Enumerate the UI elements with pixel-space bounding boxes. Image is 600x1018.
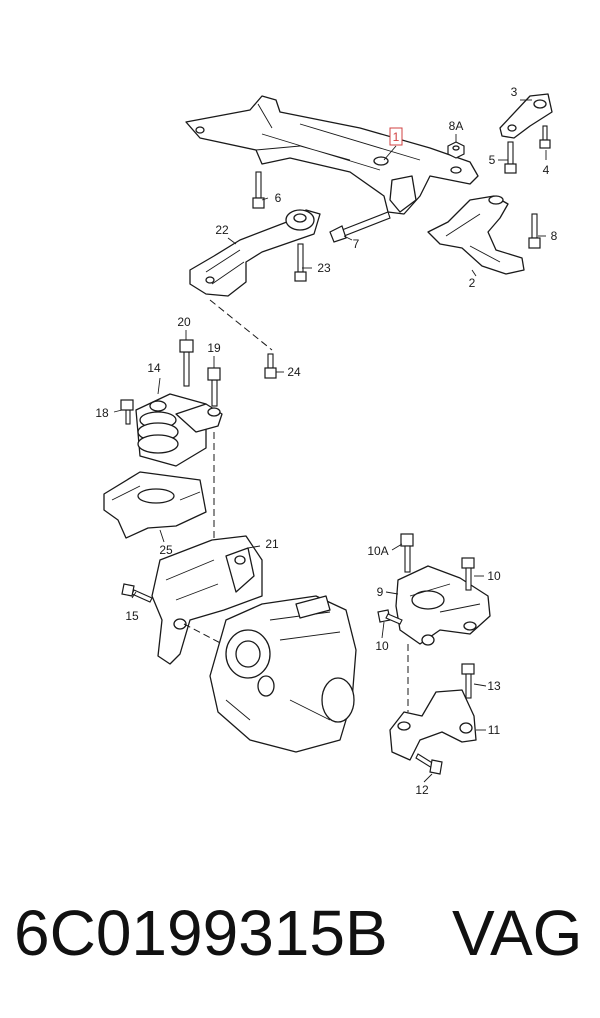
bolt-10-top [461, 557, 475, 591]
bolt-19 [207, 367, 221, 407]
callout-25: 25 [159, 543, 173, 557]
bolt-6 [252, 171, 265, 209]
callout-19: 19 [207, 341, 221, 355]
callout-24: 24 [287, 365, 301, 379]
bolt-20 [179, 339, 194, 387]
bolt-18 [120, 399, 134, 425]
transmission-mount [395, 565, 491, 646]
heat-shield [103, 471, 207, 539]
bolt-24 [264, 353, 277, 379]
bolt-4 [539, 125, 551, 149]
callout-6: 6 [275, 191, 282, 205]
bolt-10-left [377, 609, 403, 625]
leader-lines [113, 99, 547, 783]
nut-8a [447, 141, 465, 159]
callout-11: 11 [488, 723, 501, 737]
callout-10-top: 10 [487, 569, 501, 583]
subframe [185, 95, 479, 215]
callout-20: 20 [177, 315, 191, 329]
callout-10a: 10A [367, 544, 388, 558]
bolt-8 [528, 213, 541, 249]
bolt-13 [461, 663, 475, 699]
bolt-12 [415, 753, 443, 775]
bolt-10a [400, 533, 414, 573]
callout-5: 5 [489, 153, 496, 167]
callout-3: 3 [511, 85, 518, 99]
bolt-5 [504, 141, 517, 174]
bolt-7 [329, 211, 391, 243]
part-number: 6C0199315B [14, 897, 388, 969]
callout-15: 15 [125, 609, 139, 623]
callout-7: 7 [353, 237, 360, 251]
callout-22: 22 [215, 223, 229, 237]
callout-8a: 8A [449, 119, 464, 133]
transmission-bracket [389, 689, 477, 761]
engine-mount [135, 393, 223, 467]
assembly-line-22-24 [209, 299, 273, 351]
callout-14: 14 [147, 361, 161, 375]
wishbone-arm [427, 195, 525, 275]
callout-12: 12 [415, 783, 429, 797]
assembly-line-21-gearbox [183, 623, 231, 649]
callout-10-left: 10 [375, 639, 389, 653]
bolt-23 [294, 243, 307, 282]
gearbox [209, 595, 357, 753]
callout-13: 13 [487, 679, 501, 693]
callout-1: 1 [393, 130, 400, 144]
mount-bracket-3 [499, 93, 553, 139]
callout-18: 18 [95, 406, 109, 420]
callout-21: 21 [265, 537, 279, 551]
callout-9: 9 [377, 585, 384, 599]
pendulum-support [189, 209, 321, 297]
exploded-parts-diagram: 1 2 3 4 5 6 7 8 8A 9 10A 10 10 11 12 13 … [95, 85, 558, 797]
callout-8: 8 [551, 229, 558, 243]
brand-name: VAG [452, 897, 583, 969]
bolt-15 [121, 583, 153, 603]
gearbox-bracket [151, 535, 263, 665]
callout-23: 23 [317, 261, 331, 275]
callout-1-box [389, 127, 403, 146]
callout-2: 2 [469, 276, 476, 290]
callout-4: 4 [543, 163, 550, 177]
